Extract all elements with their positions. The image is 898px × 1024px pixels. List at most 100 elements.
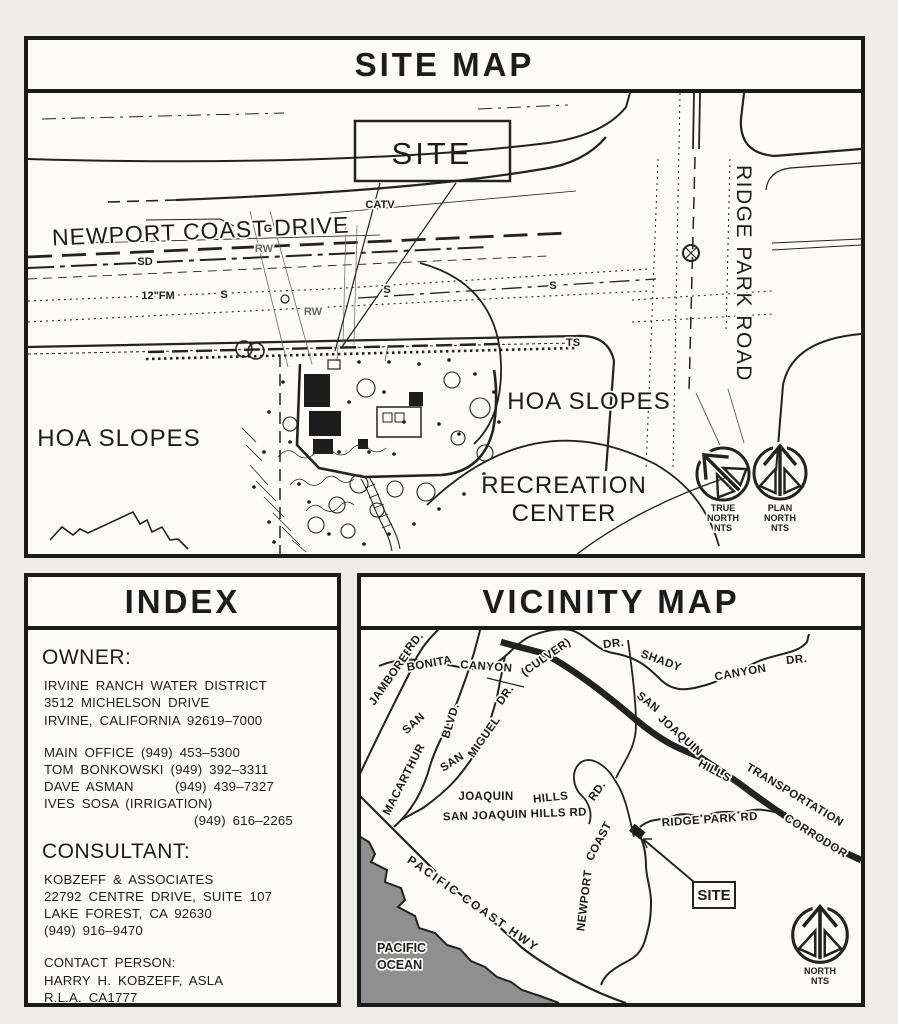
- vicinity-map-drawing: SITE JAMBOREE RD. BONITA CANYON (CULVER)…: [361, 630, 861, 1003]
- label-san-joaquin-hills-rd: SAN JOAQUIN HILLS RD: [443, 806, 587, 823]
- index-body: OWNER: IRVINE RANCH WATER DISTRICT 3512 …: [28, 630, 337, 1014]
- vicinity-north-label-2: NTS: [811, 976, 829, 986]
- joaquin-hills-loop-road: [573, 759, 635, 838]
- newport-coast-drive-road-lines: [28, 93, 657, 472]
- road-ridge-park-label: RIDGE PARK ROAD: [732, 165, 755, 382]
- owner-phone-line: IVES SOSA (IRRIGATION): [44, 796, 213, 812]
- ridge-park-road: [639, 808, 787, 828]
- label-bonita: BONITA: [406, 654, 453, 674]
- label-sjh-san: SAN: [634, 690, 661, 715]
- site-callout: SITE: [334, 119, 512, 352]
- jamboree-road: [361, 630, 439, 775]
- label-coast: COAST: [584, 820, 614, 863]
- manhole-symbol: [682, 244, 700, 262]
- true-north-label-2: NORTH: [707, 513, 739, 523]
- vicinity-roads: [361, 630, 861, 1003]
- macarthur-road: [393, 630, 481, 828]
- label-blvd: BLVD.: [440, 702, 462, 740]
- plan-north-label-3: NTS: [771, 523, 789, 533]
- planting-dots: [252, 358, 501, 546]
- consultant-line: 22792 CENTRE DRIVE, SUITE 107: [44, 889, 273, 904]
- drainage-channel: [360, 476, 401, 552]
- vicinity-site-label: SITE: [697, 887, 730, 904]
- util-ts-label: TS: [566, 337, 580, 349]
- contact-line: R.L.A. CA1777: [44, 989, 138, 1005]
- owner-phone-line: TOM BONKOWSKI (949) 392–3311: [44, 761, 269, 777]
- site-buildings: [304, 374, 423, 454]
- pacific-coast-hwy-road: [361, 795, 627, 1003]
- label-san-1: SAN: [401, 711, 428, 737]
- vicinity-map-title: VICINITY MAP: [361, 577, 861, 630]
- label-canyon-1: CANYON: [460, 659, 513, 675]
- hoa-slopes-right-label: HOA SLOPES: [507, 388, 670, 415]
- site-plan-cluster: [241, 262, 502, 554]
- util-s2-label: S: [383, 284, 390, 296]
- true-north-icon: [680, 431, 762, 513]
- label-san-miguel-dr: DR.: [495, 683, 517, 707]
- vicinity-map-panel: VICINITY MAP SITE: [357, 573, 865, 1007]
- util-sd-label: SD: [137, 256, 152, 268]
- owner-address-line: IRVINE, CALIFORNIA 92619–7000: [44, 712, 263, 728]
- consultant-line: (949) 916–9470: [44, 923, 143, 939]
- util-fm-label: 12"FM: [141, 290, 174, 302]
- plan-north-label-2: NORTH: [764, 513, 796, 523]
- owner-phone-line: (949) 616–2265: [194, 813, 293, 829]
- recreation-center-arcs: [49, 388, 745, 554]
- vicinity-site-marker: SITE: [629, 823, 736, 909]
- site-map-title: SITE MAP: [28, 40, 861, 93]
- owner-phone-line: MAIN OFFICE (949) 453–5300: [44, 744, 240, 760]
- ridge-park-road-lines: [631, 93, 861, 472]
- consultant-line: LAKE FOREST, CA 92630: [44, 906, 212, 922]
- site-callout-label: SITE: [392, 136, 473, 171]
- owner-phone-line: DAVE ASMAN (949) 439–7327: [44, 779, 274, 795]
- util-catv-label: CATV: [365, 199, 395, 211]
- site-map-svg: SITE: [28, 93, 861, 554]
- site-map-panel: SITE MAP: [24, 36, 865, 558]
- plan-north-icon: [752, 440, 808, 501]
- index-title: INDEX: [28, 577, 337, 630]
- true-north-label-3: NTS: [714, 523, 732, 533]
- label-sjh-hills: HILLS: [696, 758, 733, 785]
- label-ridge-park-rd: RIDGE PARK RD: [661, 811, 758, 830]
- util-rw2-label: RW: [304, 306, 323, 318]
- consultant-heading: CONSULTANT:: [42, 839, 191, 863]
- util-g-label: G: [264, 223, 273, 235]
- label-joaquin-hills-2: HILLS: [533, 790, 569, 806]
- label-dr-1: DR.: [603, 637, 625, 651]
- label-joaquin-hills-rd: RD.: [587, 779, 609, 803]
- label-ocean: OCEAN: [377, 958, 422, 972]
- util-rw1-label: RW: [255, 243, 274, 255]
- label-macarthur: MACARTHUR: [381, 742, 427, 818]
- owner-heading: OWNER:: [42, 646, 132, 669]
- recreation-center-label-1: RECREATION: [481, 472, 647, 499]
- label-joaquin-hills-1: JOAQUIN: [458, 791, 513, 803]
- vicinity-site-box: [692, 881, 736, 909]
- label-san-miguel-miguel: MIGUEL: [466, 715, 503, 760]
- label-dr-2: DR.: [786, 653, 808, 667]
- bonita-shady-road: [378, 630, 810, 691]
- label-jamboree-rd: RD.: [403, 630, 426, 654]
- util-s1-label: S: [220, 289, 227, 301]
- label-newport: NEWPORT: [575, 869, 594, 932]
- label-pacific: PACIFIC: [377, 941, 426, 955]
- plan-north-label-1: PLAN: [768, 503, 793, 513]
- true-north-label-1: TRUE: [711, 503, 736, 513]
- recreation-center-label-2: CENTER: [512, 500, 617, 527]
- label-shady: SHADY: [639, 648, 683, 674]
- label-culver: (CULVER): [519, 636, 573, 679]
- util-s3-label: S: [549, 280, 556, 292]
- pacific-ocean-area: [361, 836, 560, 1003]
- consultant-line: KOBZEFF & ASSOCIATES: [44, 871, 214, 887]
- contact-line: CONTACT PERSON:: [44, 955, 176, 971]
- building-outline-zigzag: [49, 510, 189, 550]
- vicinity-north-label-1: NORTH: [804, 966, 836, 976]
- vicinity-map-svg: SITE JAMBOREE RD. BONITA CANYON (CULVER)…: [361, 630, 861, 1003]
- label-canyon-2: CANYON: [714, 663, 768, 684]
- utility-lines: [235, 210, 389, 368]
- san-miguel-road: [400, 655, 506, 821]
- vicinity-north-icon: [790, 900, 850, 965]
- site-map-drawing: SITE: [28, 93, 861, 554]
- owner-address-line: IRVINE RANCH WATER DISTRICT: [44, 678, 267, 694]
- newport-coast-road: [600, 828, 653, 986]
- index-panel: INDEX OWNER: IRVINE RANCH WATER DISTRICT…: [24, 573, 341, 1007]
